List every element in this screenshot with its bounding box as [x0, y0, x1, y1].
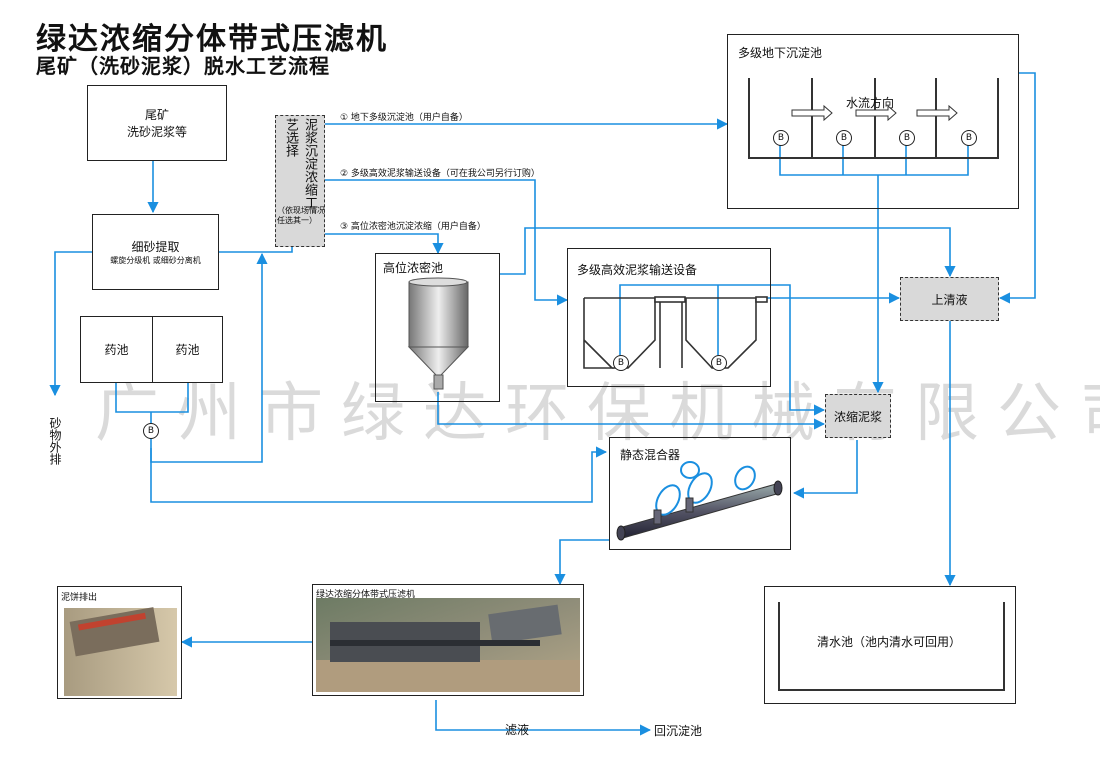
fine-sand-label: 细砂提取: [131, 240, 180, 254]
tailings-box: 尾矿 洗砂泥浆等: [87, 85, 227, 161]
sand-out-label: 砂物外排: [48, 417, 62, 465]
high-thickener-label: 高位浓密池: [383, 261, 444, 275]
diagram-subtitle: 尾矿（洗砂泥浆）脱水工艺流程: [36, 54, 330, 78]
option-3: ③ 高位浓密池沉淀浓缩（用户自备）: [340, 222, 486, 232]
fine-sand-box: 细砂提取 螺旋分级机 或细砂分离机: [92, 214, 219, 290]
underground-pond-label: 多级地下沉淀池: [738, 46, 823, 60]
selection-note: （依现场情况任选其一）: [277, 206, 325, 225]
filter-press-box: 绿达浓缩分体带式压滤机: [312, 584, 584, 696]
thickened-mud-box: 浓缩泥浆: [825, 394, 891, 438]
chem-pool-right: 药池: [152, 316, 223, 383]
pump-icon: B: [899, 130, 915, 146]
underground-pond-box: 多级地下沉淀池 水流方向: [727, 34, 1019, 209]
selection-text: 泥浆沉淀浓缩工艺选择: [283, 118, 317, 209]
static-mixer-label: 静态混合器: [620, 448, 681, 462]
clean-pool-box: 清水池（池内清水可回用）: [764, 586, 1016, 704]
diagram-title: 绿达浓缩分体带式压滤机: [36, 22, 388, 57]
high-thickener-box: 高位浓密池: [375, 253, 500, 402]
pump-icon: B: [961, 130, 977, 146]
water-direction-label: 水流方向: [846, 96, 895, 110]
pump-icon: B: [711, 355, 727, 371]
multi-transport-label: 多级高效泥浆输送设备: [577, 263, 698, 277]
tailings-sublabel: 洗砂泥浆等: [126, 125, 187, 139]
fine-sand-sublabel: 螺旋分级机 或细砂分离机: [110, 256, 201, 265]
filtrate-label: 滤液: [505, 723, 530, 737]
cake-out-label: 泥饼排出: [61, 593, 98, 603]
return-pond-label: 回沉淀池: [654, 724, 703, 738]
pump-icon: B: [613, 355, 629, 371]
filter-press-label: 绿达浓缩分体带式压滤机: [316, 590, 416, 600]
pump-icon: B: [836, 130, 852, 146]
process-selection-box: 泥浆沉淀浓缩工艺选择: [275, 115, 325, 247]
chem-pool-left: 药池: [80, 316, 153, 383]
option-1: ① 地下多级沉淀池（用户自备）: [340, 113, 468, 123]
supernatant-box: 上清液: [900, 277, 999, 321]
pump-icon: B: [773, 130, 789, 146]
multi-transport-box: 多级高效泥浆输送设备: [567, 248, 771, 387]
static-mixer-box: 静态混合器: [609, 437, 791, 550]
cake-out-box: 泥饼排出: [57, 586, 182, 699]
option-2: ② 多级高效泥浆输送设备（可在我公司另行订购）: [340, 169, 540, 179]
pump-icon: B: [143, 423, 159, 439]
clean-pool-label: 清水池（池内清水可回用）: [817, 635, 962, 649]
tailings-label: 尾矿: [144, 108, 169, 122]
